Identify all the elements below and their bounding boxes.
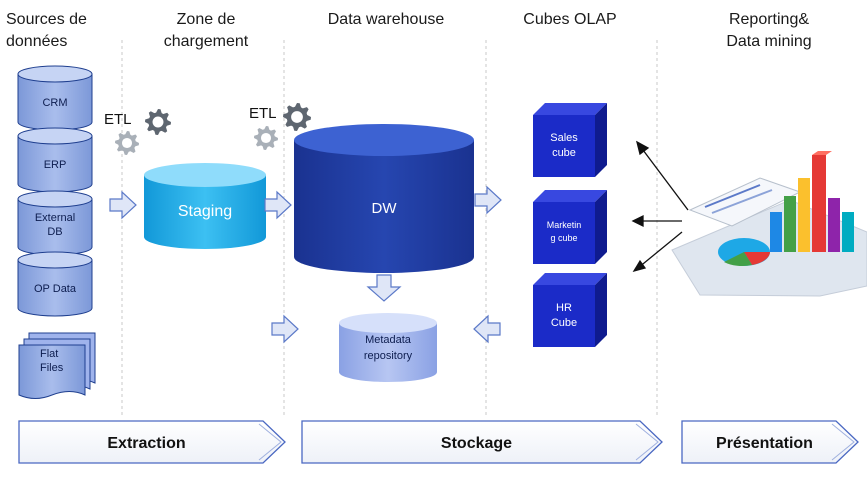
source-cylinder: CRM — [17, 65, 93, 131]
source-label: ERP — [44, 159, 67, 171]
flow-arrows — [109, 185, 502, 344]
reporting-arrow-sales — [639, 145, 689, 211]
gear-icon — [145, 109, 171, 135]
source-label: OP Data — [34, 283, 77, 295]
gear-icon — [283, 103, 311, 131]
reporting-chart-illustration — [671, 151, 867, 297]
etl-label-2: ETL — [249, 105, 277, 122]
header-reporting: Reporting&Data mining — [726, 11, 811, 50]
phase-bands: Extraction Stockage Présentation — [18, 420, 859, 464]
source-label: CRM — [42, 97, 67, 109]
gear-icon — [115, 131, 139, 155]
arrow-dw-to-cubes — [474, 185, 502, 215]
staging-cylinder: Staging — [144, 163, 266, 249]
staging-label: Staging — [178, 203, 232, 220]
arrowhead-hr — [632, 259, 647, 273]
dw-cylinder: DW — [294, 124, 474, 273]
column-separators — [121, 40, 658, 415]
arrowhead-sales — [636, 140, 650, 156]
header-olap: Cubes OLAP — [523, 11, 616, 28]
source-cylinder: OP Data — [17, 251, 93, 317]
dw-label: DW — [372, 200, 398, 217]
arrowhead-marketing — [631, 214, 644, 228]
phase-presentation-label: Présentation — [716, 435, 813, 452]
arrow-sources-to-staging — [109, 190, 137, 220]
phase-presentation: Présentation — [681, 420, 859, 464]
arrow-staging-to-dw — [264, 190, 292, 220]
phase-extraction-label: Extraction — [107, 435, 185, 452]
etl-gears — [115, 103, 311, 155]
source-cylinder: ERP — [17, 127, 93, 193]
phase-extraction: Extraction — [18, 420, 286, 464]
phase-stockage: Stockage — [301, 420, 663, 464]
header-data-warehouse: Data warehouse — [328, 11, 445, 28]
arrow-dw-to-metadata — [366, 274, 402, 302]
arrow-into-metadata-right — [473, 314, 501, 344]
phase-stockage-label: Stockage — [441, 435, 512, 452]
arrow-into-metadata-left — [271, 314, 299, 344]
reporting-arrows — [631, 140, 689, 273]
etl-label-1: ETL — [104, 111, 132, 128]
reporting-arrow-hr — [637, 231, 683, 269]
gear-icon — [254, 126, 278, 150]
